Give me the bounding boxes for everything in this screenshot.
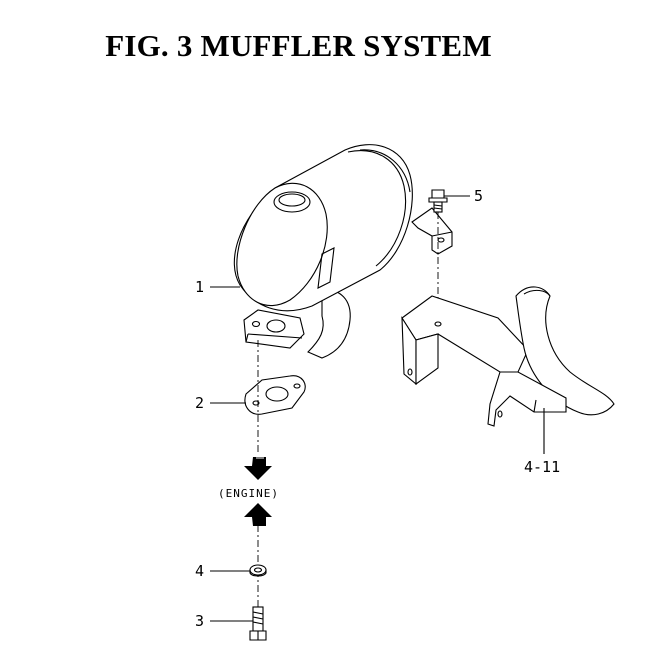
callout-5: 5 <box>474 187 483 205</box>
muffler-part <box>233 144 453 359</box>
engine-label: (ENGINE) <box>218 487 279 500</box>
callout-2: 2 <box>195 394 204 412</box>
washer-part <box>249 564 267 577</box>
gasket-part <box>244 375 306 415</box>
callout-3: 3 <box>195 612 204 630</box>
support-bracket-part <box>401 286 615 427</box>
figure-title: FIG. 3 MUFFLER SYSTEM <box>105 28 492 63</box>
callout-1: 1 <box>195 278 204 296</box>
callout-4-11: 4-11 <box>524 458 560 476</box>
callout-4: 4 <box>195 562 204 580</box>
arrow-up-icon <box>244 503 272 526</box>
bolt-part <box>249 606 267 641</box>
arrow-down-icon <box>244 457 272 480</box>
bolt-5-part <box>428 189 448 213</box>
